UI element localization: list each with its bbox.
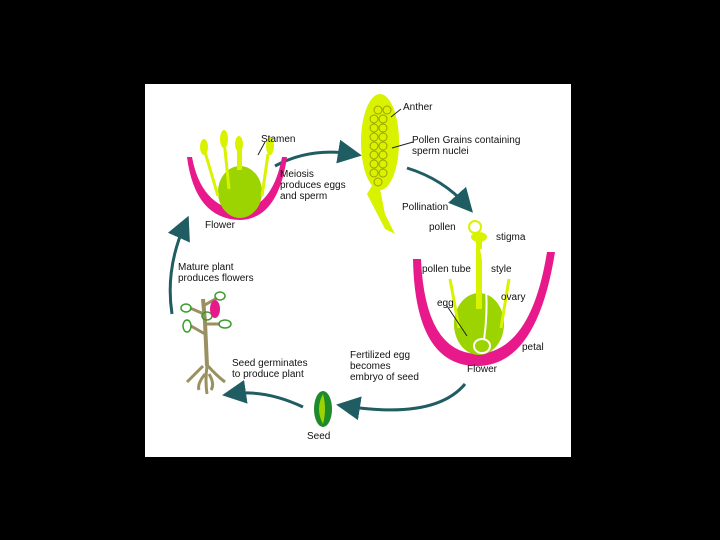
anther-pointer — [390, 108, 402, 118]
label-egg: egg — [437, 298, 454, 309]
branches — [189, 296, 220, 336]
anther-stalk-left — [448, 278, 461, 329]
stigma-small — [235, 136, 243, 152]
anther-small-mid — [220, 130, 228, 148]
arrow-anther-to-pollination — [406, 166, 473, 213]
style-shape — [237, 146, 242, 170]
label-fertilized: Fertilized egg becomes embryo of seed — [350, 350, 419, 383]
style-large — [476, 239, 482, 309]
arrow-flower-to-anther — [274, 139, 362, 168]
label-seed: Seed — [307, 431, 331, 442]
label-flower-right: Flower — [467, 364, 498, 375]
anther-closeup-illustration — [361, 94, 414, 234]
filament-mid — [222, 139, 231, 190]
egg-cell — [473, 338, 491, 354]
label-flower-left: Flower — [205, 220, 236, 231]
label-germinates: Seed germinates to produce plant — [232, 358, 308, 380]
seedling-illustration — [180, 291, 232, 395]
label-pollen: pollen — [429, 222, 456, 233]
cycle-arrows — [167, 139, 473, 421]
seed-highlight — [319, 394, 325, 424]
anther-stalk-right — [499, 278, 511, 329]
flower-right-illustration — [413, 220, 555, 366]
pollen-tube-path — [480, 248, 488, 347]
label-ovary: ovary — [501, 292, 526, 303]
flower-bud — [210, 300, 220, 318]
stamen-pointer — [257, 141, 266, 156]
label-petal: petal — [522, 342, 544, 353]
filament-right — [260, 153, 270, 197]
ovary-shape — [218, 166, 262, 218]
pollen-grains — [369, 105, 392, 187]
ovary-large — [454, 293, 504, 355]
arrow-plant-to-flower — [167, 215, 190, 315]
diagram-artwork — [167, 94, 555, 427]
pollen-pointer — [391, 141, 414, 149]
filament-left — [203, 151, 220, 197]
roots — [185, 364, 226, 395]
leaf-4 — [214, 291, 226, 301]
pollen-grain — [468, 220, 482, 234]
arrow-flower-to-seed — [336, 383, 467, 421]
seed-illustration — [314, 391, 332, 427]
petal-shape — [187, 157, 287, 220]
label-style: style — [491, 264, 512, 275]
label-pollen-grains: Pollen Grains containing sperm nuclei — [412, 135, 521, 157]
label-pollination: Pollination — [402, 202, 449, 213]
flower-left-illustration — [187, 130, 287, 220]
label-pollen-tube: pollen tube — [422, 264, 471, 275]
label-mature: Mature plant produces flowers — [178, 262, 254, 284]
leaf-2 — [218, 319, 232, 329]
anther-filament — [367, 184, 395, 234]
leaf-1 — [182, 319, 192, 333]
anther-small-left — [200, 139, 208, 155]
petal-shape-large — [413, 252, 555, 366]
anther-small-right — [266, 137, 274, 155]
leaf-3 — [180, 303, 192, 313]
stigma-large — [471, 232, 487, 242]
arrow-seed-to-seedling — [222, 379, 304, 409]
egg-pointer — [446, 305, 468, 337]
label-stigma: stigma — [496, 232, 526, 243]
label-meiosis: Meiosis produces eggs and sperm — [280, 169, 346, 202]
label-stamen: Stamen — [261, 134, 296, 145]
label-anther: Anther — [403, 102, 433, 113]
life-cycle-diagram: Stamen Flower Meiosis produces eggs and … — [145, 84, 571, 457]
